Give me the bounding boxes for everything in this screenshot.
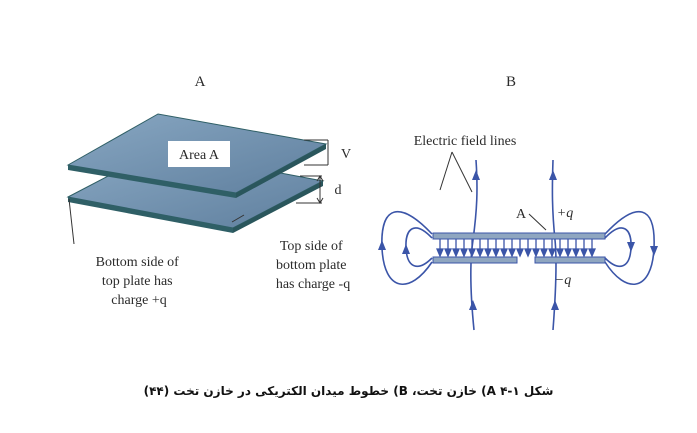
- field-lines-label: Electric field lines: [414, 134, 517, 149]
- plus-charge-label: +q: [557, 206, 573, 221]
- bottom-side-leader: [68, 198, 75, 245]
- panel-a-title: A: [195, 74, 206, 90]
- area-label-box: [168, 141, 230, 167]
- bottom-side-label: Bottom side of top plate has charge +q: [96, 255, 183, 308]
- top-side-label-line3: has charge -q: [276, 277, 350, 292]
- panel-b-area-label: A: [516, 207, 527, 222]
- panel-b-title: B: [506, 74, 516, 90]
- top-side-label-line2: bottom plate: [276, 258, 346, 273]
- field-lines: [381, 159, 655, 331]
- separation-label: d: [335, 183, 342, 198]
- bottom-side-label-line1: Bottom side of: [96, 255, 180, 270]
- top-side-leader: [231, 214, 245, 223]
- bottom-side-label-line2: top plate has: [102, 274, 173, 289]
- top-side-label: Top side of bottom plate has charge -q: [276, 239, 350, 292]
- top-side-label-line1: Top side of: [280, 239, 343, 254]
- field-lines-pointer: [439, 151, 473, 193]
- voltage-label: V: [341, 147, 351, 162]
- field-arrows: [378, 170, 658, 310]
- figure-caption: شکل ۱-۴ A) خازن تخت، B) خطوط میدان الکتر…: [143, 384, 554, 398]
- capacitor-cross-section: [432, 232, 606, 264]
- area-label: Area A: [179, 148, 220, 163]
- separation-bracket: [296, 175, 324, 204]
- top-plate-section: [432, 232, 606, 240]
- bottom-plate-right-section: [534, 256, 606, 264]
- minus-charge-label: −q: [555, 273, 571, 288]
- area-leader: [528, 213, 547, 231]
- bottom-plate-left-section: [432, 256, 518, 264]
- voltage-bracket: [304, 139, 329, 166]
- bottom-side-label-line3: charge +q: [111, 293, 166, 308]
- internal-field-arrows: [436, 239, 596, 258]
